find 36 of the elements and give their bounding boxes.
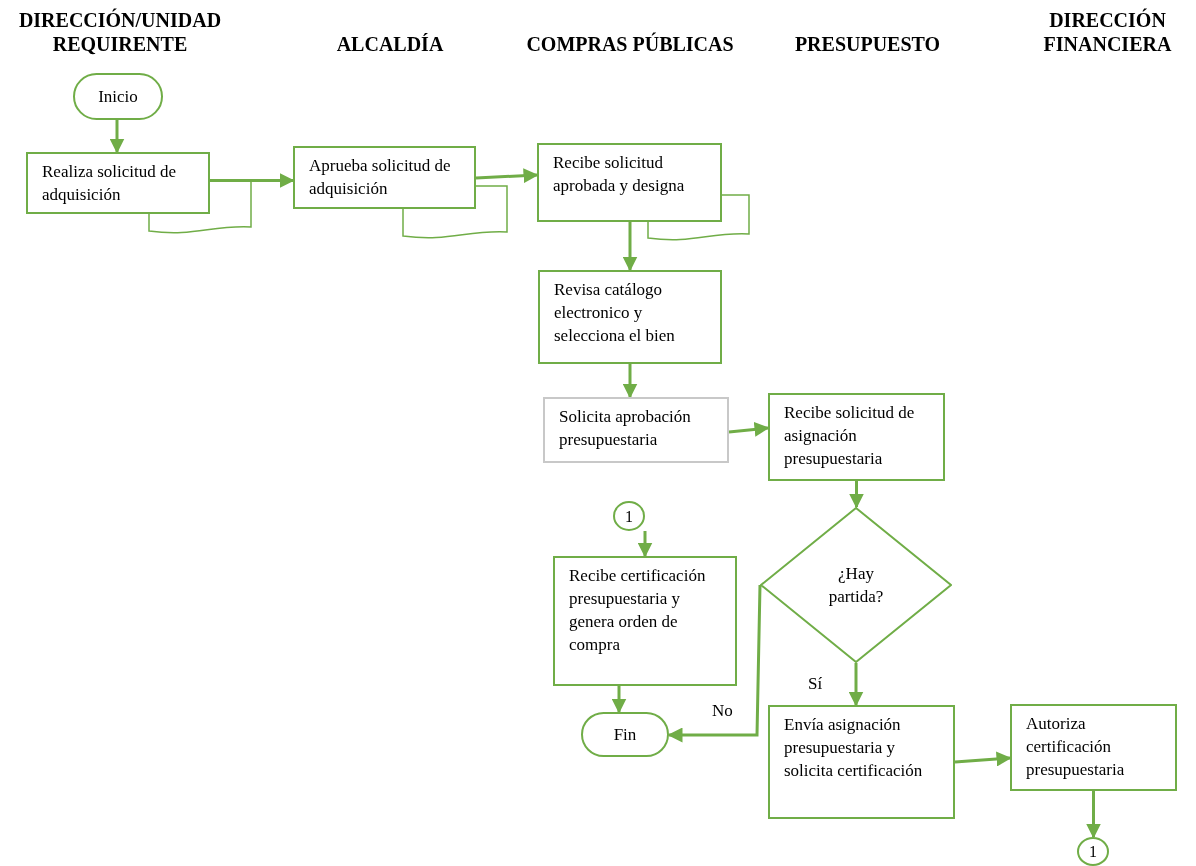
lane-header: ALCALDÍA [335, 32, 445, 56]
process-box: Revisa catálogo electronico y selecciona el bien [538, 270, 722, 364]
decision-text: ¿Hay partida? [827, 563, 885, 608]
connector-circle: 1 [1077, 837, 1109, 866]
lane-header: PRESUPUESTO [793, 32, 942, 56]
process-box: Envía asignación presupuestaria y solicita certificación [768, 705, 955, 819]
lane-header: COMPRAS PÚBLICAS [525, 32, 735, 56]
terminator-shape: Fin [581, 712, 669, 757]
arrow [210, 173, 295, 188]
document-shape [647, 194, 750, 243]
arrow [1086, 791, 1101, 839]
process-box: Recibe solicitud aprobada y designa [537, 143, 722, 222]
process-box: Autoriza certificación presupuestaria [1010, 704, 1177, 791]
connector-circle: 1 [613, 501, 645, 531]
process-box: Realiza solicitud de adquisición [26, 152, 210, 214]
arrow [622, 364, 638, 399]
arrow [849, 481, 864, 509]
arrow [611, 686, 627, 714]
document-shape [402, 185, 508, 241]
arrow [848, 663, 864, 707]
decision-diamond [760, 507, 952, 663]
arrow [637, 531, 653, 558]
arrow [622, 222, 638, 272]
arrow [954, 751, 1012, 767]
terminator-shape: Inicio [73, 73, 163, 120]
arrow [475, 168, 539, 184]
lane-header: DIRECCIÓN FINANCIERA [1042, 8, 1173, 56]
process-box: Aprueba solicitud de adquisición [293, 146, 476, 209]
process-box: Recibe certificación presupuestaria y genera orden de compra [553, 556, 737, 686]
arrow [667, 584, 762, 743]
document-shape [148, 180, 252, 236]
arrow [109, 120, 125, 154]
process-box: Recibe solicitud de asignación presupuestaria [768, 393, 945, 481]
lane-header: DIRECCIÓN/UNIDAD REQUIRENTE [17, 8, 223, 56]
process-box: Solicita aprobación presupuestaria [543, 397, 729, 463]
arrow [728, 421, 770, 437]
